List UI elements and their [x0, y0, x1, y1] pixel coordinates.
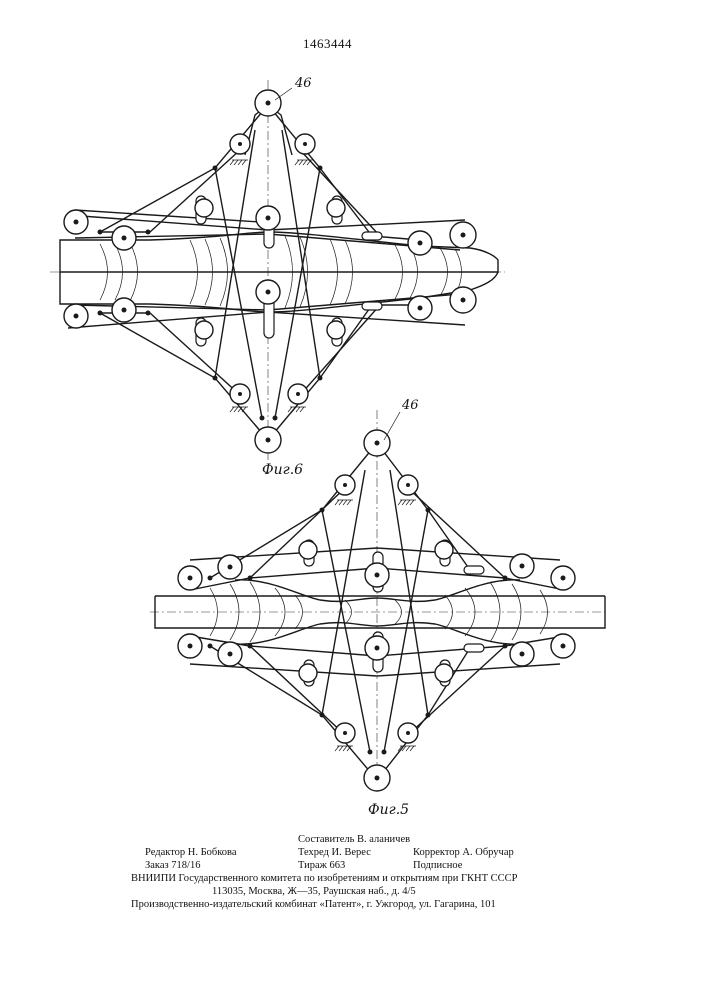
- order-line: Заказ 718/16: [145, 859, 200, 872]
- editor-line: Редактор Н. Бобкова: [145, 846, 237, 859]
- circulation-line: Тираж 663: [298, 859, 345, 872]
- address-line: 113035, Москва, Ж—35, Раушская наб., д. …: [212, 885, 416, 898]
- fig6-label: Фиг.6: [262, 462, 303, 478]
- corrector-line: Корректор А. Обручар: [413, 846, 514, 859]
- fig5-label: Фиг.5: [368, 802, 409, 818]
- compiler-line: Составитель В. аланичев: [298, 833, 410, 846]
- fig6-reference-numeral: 46: [295, 76, 312, 91]
- figure-5-drawing: [150, 410, 605, 791]
- fig5-reference-numeral: 46: [402, 398, 419, 413]
- techred-line: Техред И. Верес: [298, 846, 371, 859]
- figure-6-drawing: [50, 80, 505, 460]
- vniipi-line: ВНИИПИ Государственного комитета по изоб…: [131, 872, 518, 885]
- publisher-line: Производственно-издательский комбинат «П…: [131, 898, 496, 911]
- subscription-line: Подписное: [413, 859, 462, 872]
